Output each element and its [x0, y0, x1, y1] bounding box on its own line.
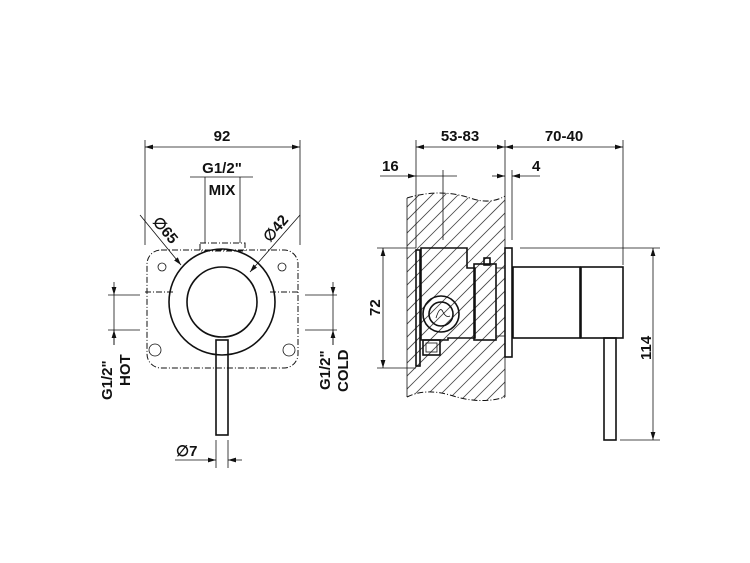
valve-cap	[422, 295, 460, 333]
hatch-line	[481, 193, 505, 401]
front-view: 92 G1/2" MIX ∅65 ∅42 ∅7	[99, 128, 352, 468]
hatch-line	[547, 185, 750, 405]
mounting-plate-outline	[146, 249, 299, 369]
hatch-line	[521, 185, 741, 405]
hatch-line	[407, 193, 505, 401]
cold-label: COLD	[335, 349, 352, 392]
flange-thickness-label: 4	[532, 158, 541, 175]
back-plate	[415, 249, 421, 367]
plate-offset-label: 16	[382, 158, 399, 175]
mix-label: MIX	[209, 182, 236, 199]
hot-label: HOT	[117, 354, 134, 386]
rosette-outer-circle	[168, 248, 276, 356]
hatch-line	[407, 193, 469, 401]
body-cylinder	[512, 266, 581, 339]
hatch-line	[407, 193, 482, 401]
hatch-line	[407, 193, 505, 401]
handle-cap	[580, 266, 624, 339]
hatch-line	[407, 193, 505, 401]
mix-thread-label: G1/2"	[202, 160, 242, 177]
hatch-line	[416, 193, 505, 401]
lever-diameter-label: ∅7	[176, 443, 197, 460]
lever	[215, 339, 229, 436]
hatch-line	[407, 193, 456, 401]
depth-range-label: 53-83	[441, 128, 479, 145]
body-height-label: 72	[367, 299, 384, 316]
outer-diameter-label: ∅65	[149, 214, 181, 248]
width-dim-label: 92	[214, 128, 231, 145]
cold-thread-label: G1/2"	[317, 350, 334, 390]
hatch-line	[442, 193, 505, 401]
total-height-label: 114	[638, 335, 655, 360]
hatch-line	[508, 185, 728, 405]
hatch-line	[407, 193, 505, 401]
projection-range-label: 70-40	[545, 128, 583, 145]
hot-thread-label: G1/2"	[99, 360, 116, 400]
rosette-inner-circle	[186, 266, 258, 338]
hatch-line	[494, 193, 505, 401]
hatch-line	[407, 193, 505, 401]
hatch-line	[455, 193, 505, 401]
hatch-line	[407, 193, 505, 401]
hatch-line	[407, 193, 505, 401]
hatch-line	[407, 193, 495, 401]
hatch-line	[429, 193, 505, 401]
flange	[504, 247, 513, 358]
inner-diameter-label: ∅42	[260, 212, 292, 246]
wall-section	[407, 185, 750, 405]
side-lever	[603, 337, 617, 441]
hatch-line	[407, 193, 505, 401]
hatch-line	[534, 185, 750, 405]
side-view: 53-83 70-40 16 4 72 114	[367, 128, 750, 441]
